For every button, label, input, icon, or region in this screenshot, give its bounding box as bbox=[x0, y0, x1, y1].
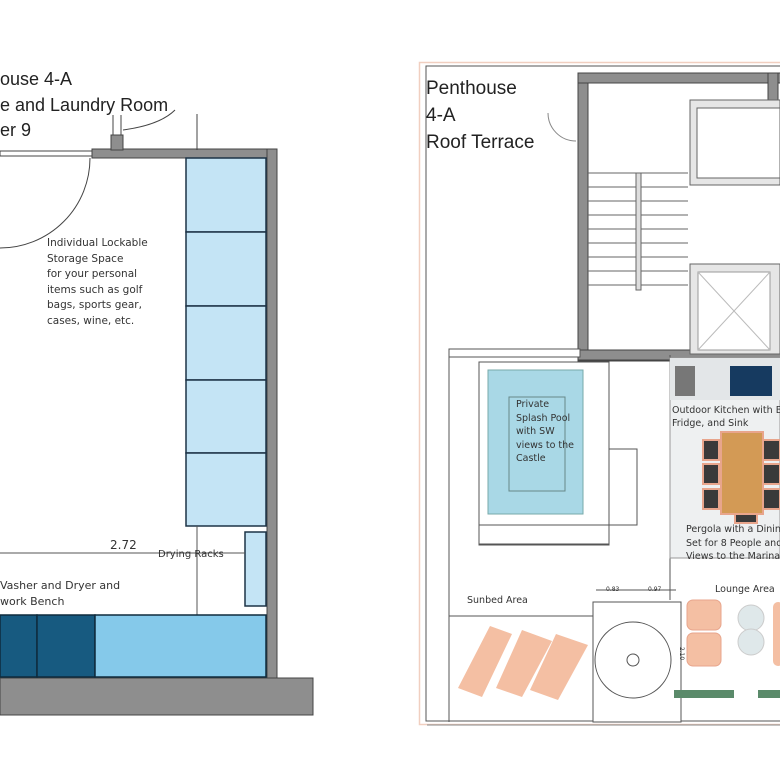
staircase bbox=[588, 172, 688, 291]
terrace-title-line-3: Roof Terrace bbox=[426, 132, 535, 153]
storage-title-line-3: er 9 bbox=[0, 120, 32, 140]
lounge-area-label: Lounge Area bbox=[715, 584, 775, 595]
dining-set bbox=[702, 431, 780, 524]
storage-lockers bbox=[185, 157, 267, 527]
width-dimension: 2.72 bbox=[110, 538, 137, 552]
dryer bbox=[36, 614, 96, 678]
washer bbox=[0, 614, 38, 678]
sunbeds bbox=[458, 626, 588, 700]
stair-dimension-1: 0.83 bbox=[606, 586, 620, 593]
drying-rack bbox=[244, 531, 267, 607]
drying-racks-label: Drying Racks bbox=[158, 549, 224, 560]
terrace-title-line-1: Penthouse bbox=[426, 78, 517, 99]
lounge-furniture bbox=[674, 599, 780, 698]
storage-title-line-1: ouse 4-A bbox=[0, 69, 73, 89]
stair-dimension-2: 0.97 bbox=[648, 586, 662, 593]
stair-dimension-3: 2.10 bbox=[678, 646, 686, 661]
work-bench bbox=[94, 614, 267, 678]
splash-pool bbox=[487, 369, 584, 515]
storage-title-line-2: e and Laundry Room bbox=[0, 95, 169, 115]
sunbed-area-label: Sunbed Area bbox=[467, 595, 528, 606]
terrace-title-line-2: 4-A bbox=[426, 105, 456, 126]
